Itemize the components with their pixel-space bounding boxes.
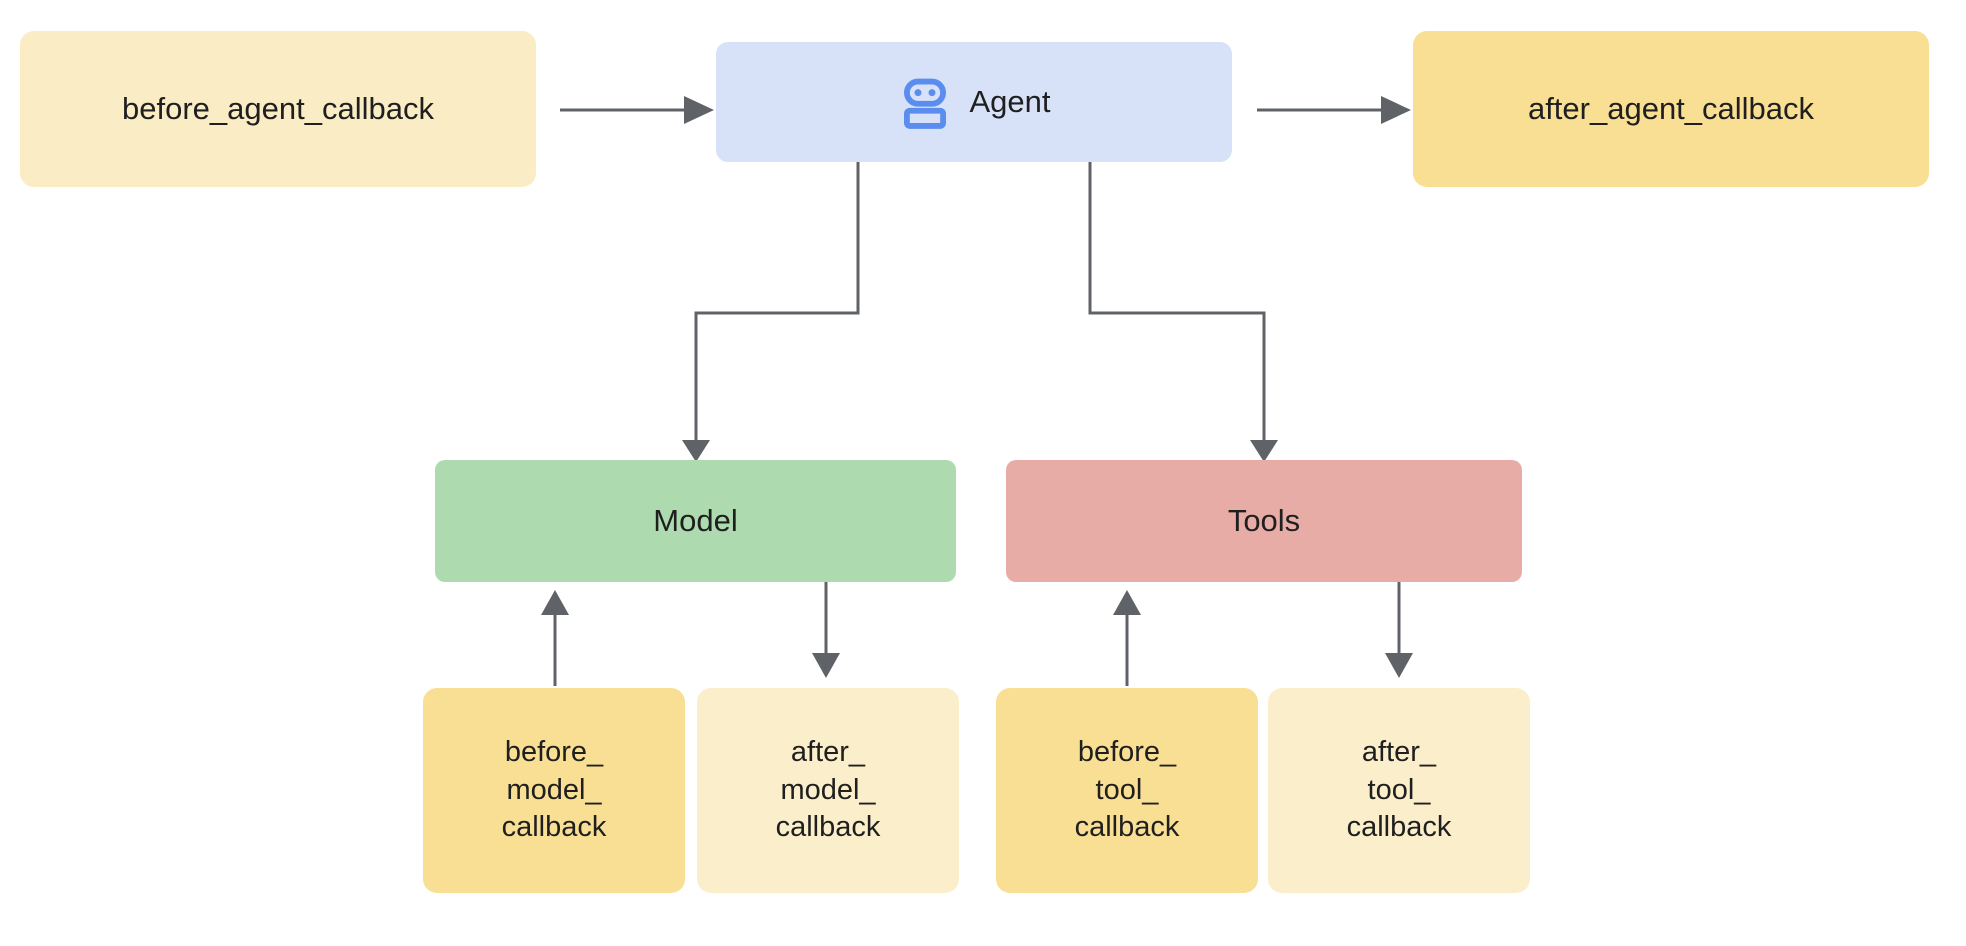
node-model[interactable]: Model <box>435 460 956 582</box>
edge-agent-to-model <box>682 162 860 462</box>
node-agent[interactable]: Agent <box>716 42 1232 162</box>
edge-before-model-to-model <box>541 590 569 686</box>
edge-before-agent-to-agent <box>560 96 714 124</box>
node-after-model-callback[interactable]: after_ model_ callback <box>697 688 959 893</box>
node-tools[interactable]: Tools <box>1006 460 1522 582</box>
edge-before-tool-to-tools <box>1113 590 1141 686</box>
edge-agent-to-tools <box>1088 162 1278 462</box>
node-model-label: Model <box>653 502 738 538</box>
edge-tools-to-after-tool <box>1385 582 1413 678</box>
node-agent-label: Agent <box>969 83 1051 119</box>
node-before-agent-callback-label: before_agent_callback <box>122 90 434 126</box>
node-before-tool-callback-label: before_ tool_ callback <box>1074 735 1180 844</box>
node-after-agent-callback-label: after_agent_callback <box>1527 90 1815 126</box>
node-before-model-callback[interactable]: before_ model_ callback <box>423 688 685 893</box>
node-before-agent-callback[interactable]: before_agent_callback <box>20 31 536 187</box>
node-after-model-callback-label: after_ model_ callback <box>775 735 881 844</box>
node-before-model-callback-label: before_ model_ callback <box>501 735 607 844</box>
robot-icon <box>904 78 947 129</box>
edge-model-to-after-model <box>812 582 840 678</box>
agent-content: Agent <box>897 74 1051 130</box>
edge-agent-to-after-agent <box>1257 96 1411 124</box>
node-after-agent-callback[interactable]: after_agent_callback <box>1413 31 1929 187</box>
node-after-tool-callback[interactable]: after_ tool_ callback <box>1268 688 1530 893</box>
node-before-tool-callback[interactable]: before_ tool_ callback <box>996 688 1258 893</box>
node-after-tool-callback-label: after_ tool_ callback <box>1346 735 1452 844</box>
node-tools-label: Tools <box>1227 502 1301 538</box>
